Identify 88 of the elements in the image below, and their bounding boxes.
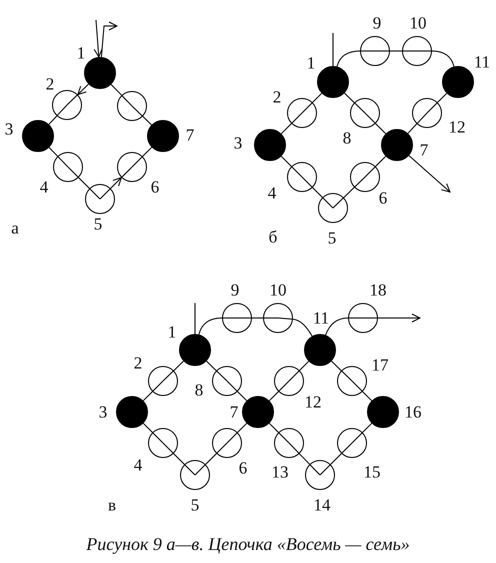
thread-line (206, 360, 217, 372)
bead-number: 11 (474, 54, 490, 70)
bead-number: 10 (410, 14, 426, 32)
thread-line (142, 422, 153, 433)
thread-line (142, 391, 153, 402)
thread-line (299, 360, 310, 371)
thread-line (343, 186, 355, 198)
bead-number: 3 (98, 404, 108, 420)
thread-arrow (378, 314, 420, 322)
thread-line (142, 146, 152, 157)
thread-line (173, 453, 185, 465)
bead-number: 12 (448, 118, 466, 136)
bead-number: 9 (230, 282, 240, 298)
bead-number: 2 (46, 76, 54, 92)
bead-number: 2 (272, 88, 282, 106)
bead-number: 8 (342, 130, 352, 146)
thread-line (390, 50, 402, 52)
bead-number: 4 (134, 456, 142, 474)
thread-line (78, 177, 90, 189)
figure-caption: Рисунок 9 а—в. Цепочка «Восемь — семь» (86, 534, 410, 554)
bead (117, 91, 147, 121)
thread-line (407, 123, 418, 134)
thread-line (280, 123, 292, 134)
thread-line (48, 116, 58, 125)
thread-line (332, 32, 334, 66)
bead-number: 7 (230, 404, 238, 420)
thread-line (336, 50, 360, 67)
bead-number: 9 (372, 14, 382, 32)
thread-line (437, 92, 448, 103)
bead-number: 3 (234, 134, 242, 152)
thread-arrow (77, 84, 89, 96)
thread-line (330, 453, 342, 465)
thread-line (312, 187, 323, 198)
thread-line (298, 453, 310, 465)
thread-line (292, 318, 313, 337)
thread-arrow (408, 155, 450, 192)
bead-number: 1 (76, 44, 86, 62)
thread-arrow (94, 20, 103, 58)
thread-line (375, 156, 386, 167)
thread-line (198, 318, 222, 335)
thread-line (142, 116, 152, 126)
thread-line (110, 84, 122, 96)
thread-line (237, 391, 248, 402)
panel-letter: б (268, 228, 278, 246)
bead-number: 3 (4, 120, 14, 138)
thread-line (268, 391, 279, 402)
bead-number: 7 (420, 142, 428, 158)
thread-line (237, 422, 248, 433)
bead-number: 6 (378, 190, 388, 206)
panel-letter: в (108, 496, 116, 514)
bead-number: 4 (40, 178, 48, 196)
bead-number: 13 (272, 464, 288, 480)
bead-number: 5 (94, 216, 102, 232)
bead-number: 1 (306, 54, 316, 72)
thread-line (362, 422, 372, 433)
bead-number: 7 (186, 126, 194, 144)
bead-number: 15 (364, 464, 380, 480)
bead-number: 10 (270, 282, 286, 298)
thread-line (375, 123, 386, 134)
thread-line (268, 422, 279, 433)
bead-number: 18 (370, 282, 386, 298)
thread-line (205, 453, 217, 465)
thread-line (344, 92, 355, 104)
thread-line (48, 147, 58, 157)
bead-number: 6 (150, 178, 160, 196)
thread-line (194, 302, 196, 334)
thread-line (362, 391, 372, 402)
bead-number: 12 (304, 394, 322, 410)
bead-number: 5 (190, 496, 200, 514)
thread-line (173, 360, 184, 372)
thread-line (280, 156, 292, 167)
bead-number: 1 (168, 324, 176, 340)
bead-number: 11 (312, 310, 330, 326)
bead-number: 5 (328, 230, 336, 246)
thread-line (432, 50, 454, 67)
bead-number: 8 (194, 382, 204, 398)
panel-letter: а (11, 220, 19, 236)
thread-arrow (110, 177, 122, 189)
bead-number: 4 (268, 184, 276, 202)
thread-line (325, 318, 348, 336)
bead-number: 6 (238, 460, 248, 476)
bead-number: 16 (404, 404, 422, 420)
bead-number: 2 (134, 354, 142, 372)
bead-number: 17 (372, 356, 388, 374)
thread-line (312, 92, 322, 103)
bead-number: 14 (314, 496, 330, 514)
thread-line (331, 360, 342, 372)
thread-arrow (100, 22, 118, 58)
